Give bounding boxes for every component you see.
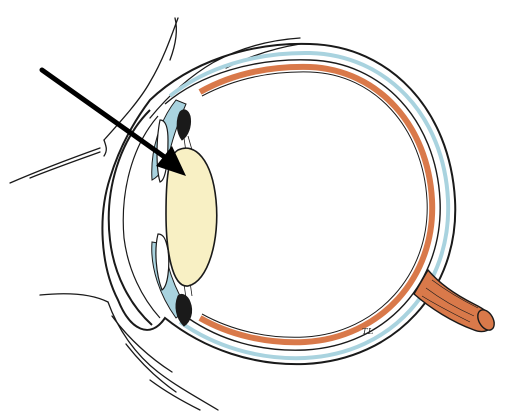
zonule-fibre-upper-2 <box>187 135 193 151</box>
lens <box>165 147 218 287</box>
retina-layer <box>198 63 436 346</box>
optic-nerve-fibres <box>421 279 479 323</box>
upper-eyelid-fold-7 <box>103 139 107 157</box>
lower-eyelid-fold-3 <box>111 315 173 373</box>
lower-eyelid-fold-4 <box>125 343 177 393</box>
sclera-inner <box>164 59 441 351</box>
optic-nerve-fibre-2 <box>425 287 475 317</box>
upper-eyelid-fold-6 <box>29 151 101 179</box>
ciliary-body-lower <box>175 293 193 327</box>
lower-eyelid <box>39 293 219 411</box>
optic-nerve-fibre-1 <box>431 279 479 309</box>
sclera-outer <box>101 42 457 366</box>
upper-eyelid-fold-2 <box>169 17 177 61</box>
upper-eyelid-fold-5 <box>9 147 101 184</box>
ciliary-body-upper <box>176 109 191 141</box>
iris-lower <box>155 233 170 291</box>
cornea <box>107 109 153 326</box>
pointer-arrow-head <box>156 146 186 176</box>
cornea-inner <box>122 115 161 319</box>
optic-nerve-fibre-3 <box>421 295 471 323</box>
fluid-layer <box>168 50 451 361</box>
retina-layer-inner-edge <box>201 71 428 338</box>
pointer-arrow-shaft <box>39 67 169 161</box>
lower-eyelid-fold-1 <box>39 293 109 303</box>
artist-signature: TL <box>362 327 374 336</box>
optic-nerve-end <box>477 309 495 331</box>
lower-eyelid-fold-5 <box>149 379 201 411</box>
upper-eyelid-fold-3 <box>149 37 301 119</box>
pointer-arrow <box>39 67 186 176</box>
